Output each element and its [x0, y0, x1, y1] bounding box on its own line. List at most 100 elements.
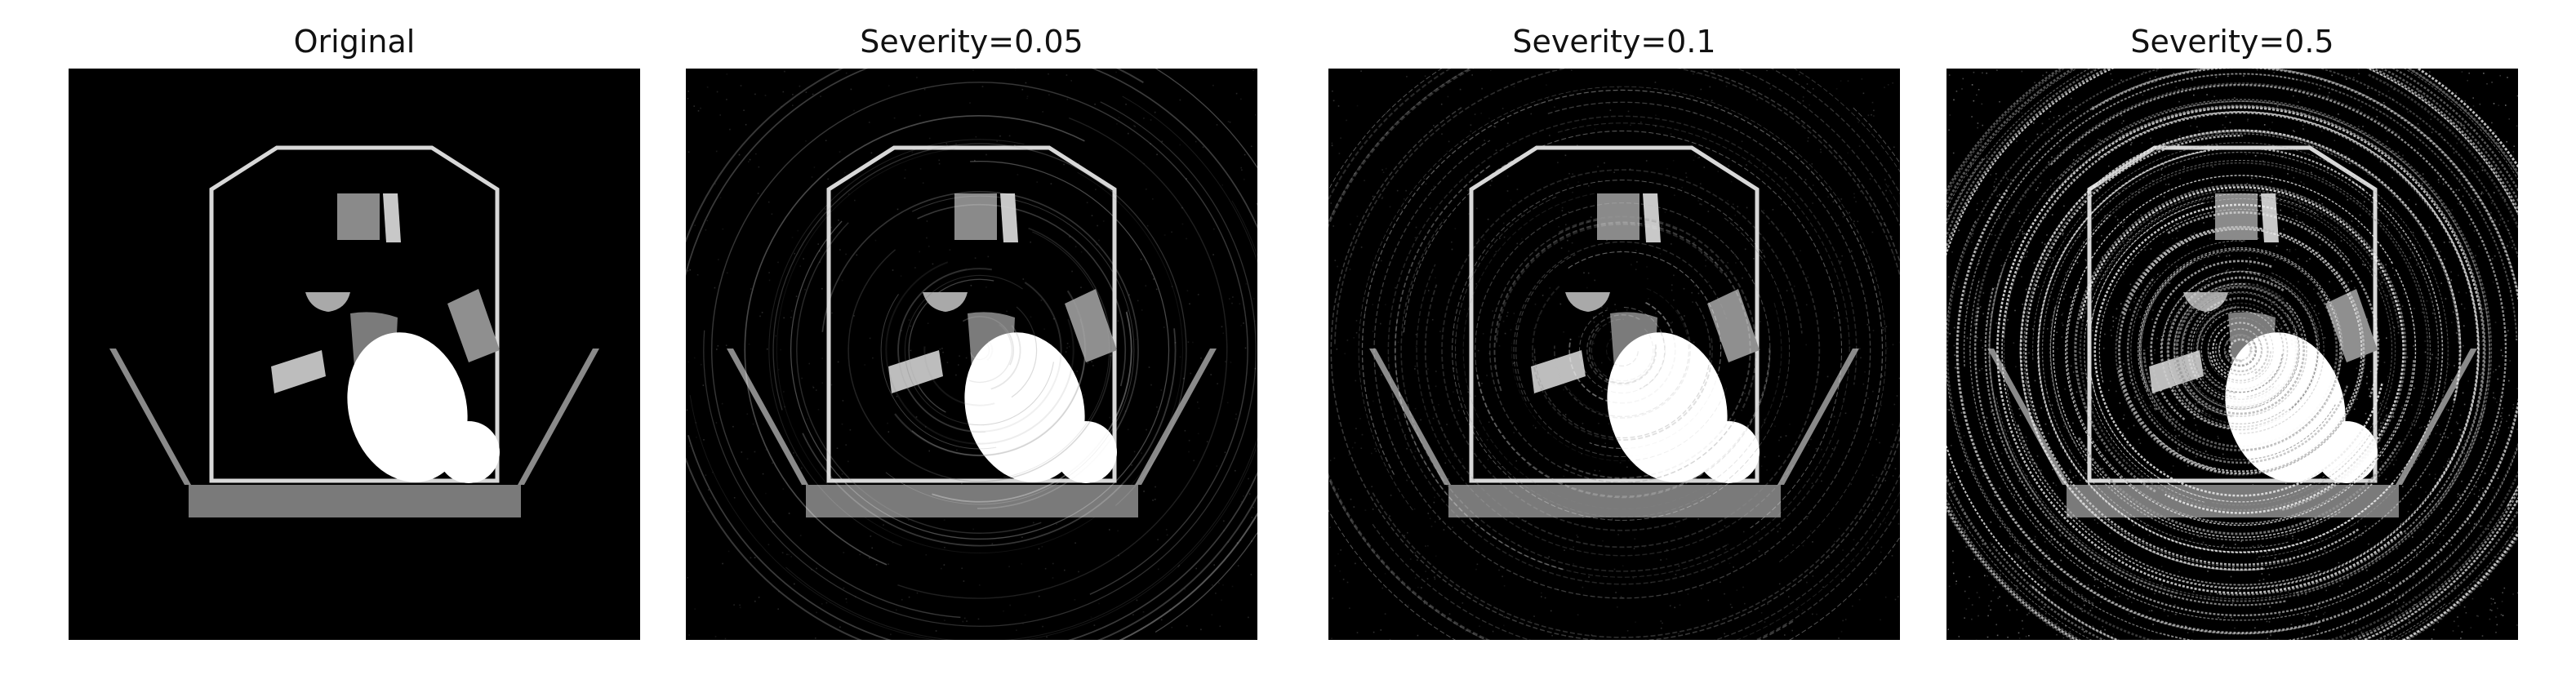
noise-speckle [1832, 201, 1835, 202]
noise-speckle [1231, 302, 1233, 304]
noise-speckle [2005, 450, 2007, 452]
noise-speckle [1501, 466, 1503, 468]
noise-speckle [1155, 288, 1158, 291]
noise-speckle [1700, 183, 1702, 184]
noise-speckle [2433, 628, 2435, 631]
noise-speckle [1465, 177, 1466, 179]
noise-speckle [2164, 547, 2166, 549]
noise-speckle [1669, 605, 1671, 606]
noise-speckle [1425, 571, 1426, 572]
noise-speckle [2016, 588, 2018, 590]
noise-speckle [808, 362, 810, 365]
noise-speckle [2450, 279, 2452, 281]
noise-speckle [1898, 523, 1900, 525]
noise-speckle [2289, 251, 2291, 252]
noise-speckle [1694, 285, 1696, 287]
noise-speckle [845, 72, 848, 74]
noise-speckle [1711, 100, 1713, 101]
noise-speckle [1792, 544, 1794, 546]
noise-speckle [2297, 258, 2299, 260]
ring-artifact [2223, 333, 2258, 367]
noise-speckle [2440, 618, 2443, 620]
noise-speckle [2437, 621, 2439, 624]
noise-speckle [1394, 418, 1396, 420]
noise-speckle [2484, 473, 2486, 474]
noise-speckle [1413, 415, 1414, 417]
noise-speckle [2502, 407, 2503, 410]
noise-speckle [2465, 612, 2467, 614]
noise-speckle [1724, 593, 1725, 595]
noise-speckle [2024, 573, 2026, 575]
noise-speckle [2313, 227, 2316, 229]
noise-speckle [926, 237, 928, 239]
noise-speckle [2387, 90, 2390, 92]
noise-speckle [1764, 553, 1766, 555]
noise-speckle [2318, 626, 2320, 628]
noise-speckle [1506, 312, 1509, 313]
noise-speckle [2247, 463, 2249, 464]
noise-speckle [2129, 382, 2131, 384]
ring-artifact [689, 200, 1257, 640]
noise-speckle [1840, 198, 1843, 200]
noise-speckle [2391, 211, 2394, 212]
noise-speckle [1759, 349, 1760, 350]
noise-speckle [2498, 365, 2500, 367]
noise-speckle [2036, 420, 2038, 423]
noise-speckle [1439, 331, 1441, 332]
noise-speckle [719, 197, 722, 199]
noise-speckle [1720, 581, 1721, 584]
noise-speckle [923, 88, 926, 91]
ring-artifact [686, 69, 1257, 640]
noise-speckle [2044, 557, 2045, 560]
noise-speckle [2081, 626, 2083, 628]
noise-speckle [821, 603, 823, 605]
noise-speckle [783, 317, 785, 319]
noise-speckle [2435, 433, 2437, 434]
ring-artifact [1558, 215, 1757, 411]
noise-speckle [2458, 465, 2460, 467]
noise-speckle [755, 153, 757, 155]
noise-speckle [1490, 69, 1492, 71]
noise-speckle [1462, 602, 1464, 604]
noise-speckle [1674, 194, 1675, 197]
noise-speckle [2423, 95, 2425, 97]
noise-speckle [2471, 597, 2474, 600]
noise-speckle [2154, 593, 2156, 595]
noise-speckle [1597, 166, 1599, 167]
noise-speckle [2111, 429, 2112, 432]
noise-speckle [799, 535, 802, 536]
noise-speckle [1502, 575, 1503, 578]
noise-speckle [1124, 410, 1127, 412]
noise-speckle [2116, 219, 2119, 221]
noise-speckle [2052, 469, 2053, 471]
noise-speckle [1166, 534, 1168, 536]
noise-speckle [1074, 246, 1077, 247]
noise-speckle [2440, 560, 2441, 562]
noise-speckle [1793, 529, 1795, 531]
noise-speckle [1683, 575, 1684, 577]
noise-speckle [1015, 69, 1017, 70]
noise-speckle [2270, 633, 2271, 635]
noise-speckle [2324, 611, 2326, 614]
noise-speckle [1153, 278, 1155, 280]
noise-speckle [2141, 482, 2142, 484]
noise-speckle [1389, 515, 1390, 517]
noise-speckle [2448, 458, 2450, 460]
noise-speckle [2393, 88, 2395, 91]
ring-artifact [2079, 189, 2400, 512]
noise-speckle [2249, 522, 2252, 523]
noise-speckle [1982, 543, 1984, 545]
noise-speckle [1046, 636, 1048, 638]
noise-speckle [2028, 635, 2030, 637]
noise-speckle [1812, 613, 1813, 615]
noise-speckle [1333, 457, 1336, 460]
noise-speckle [2193, 94, 2195, 96]
noise-speckle [1978, 370, 1981, 371]
noise-speckle [1070, 80, 1072, 82]
ring-artifact [1330, 69, 1900, 640]
noise-speckle [2193, 232, 2196, 234]
noise-speckle [1763, 210, 1765, 211]
noise-speckle [2494, 167, 2496, 169]
ring-artifact [1424, 210, 1821, 548]
noise-speckle [2062, 313, 2064, 315]
